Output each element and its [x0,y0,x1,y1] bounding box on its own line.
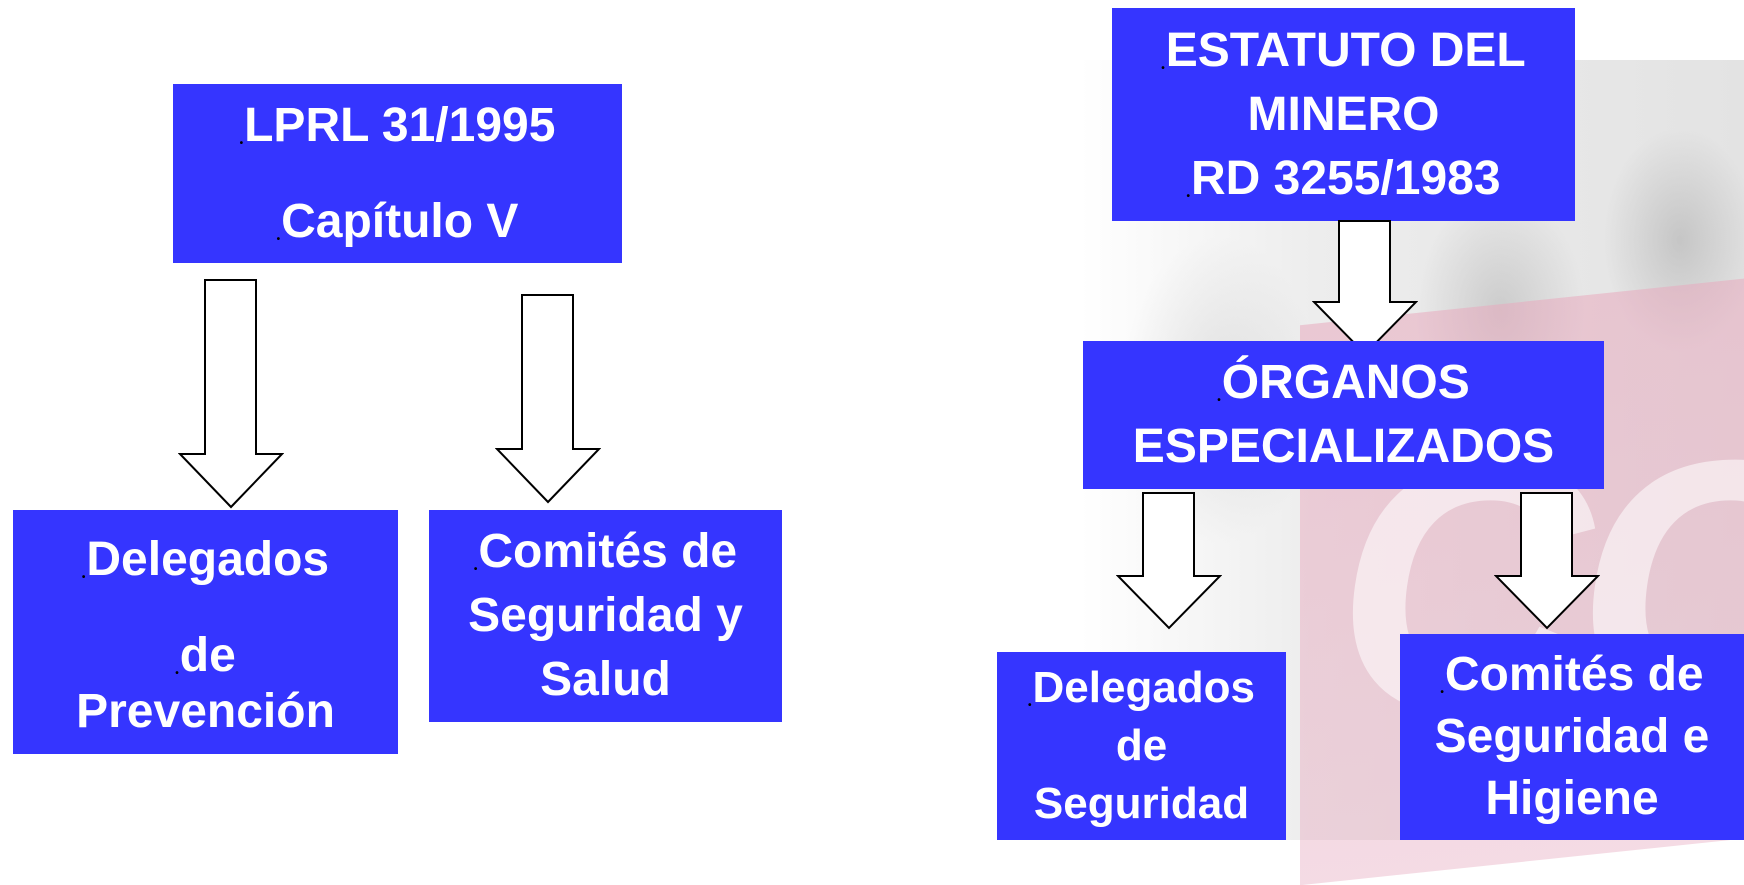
ds-line-2: de [1115,721,1168,770]
lprl-box: •LPRL 31/1995 •Capítulo V [173,84,622,263]
arrow-down-icon [1494,492,1600,630]
cssa-line-3: Salud [540,653,671,706]
ds-line-3: Seguridad [1033,779,1250,828]
arrow-down-icon [178,279,284,509]
cssa-line-1: •Comités de [473,525,738,578]
lprl-line-1: •LPRL 31/1995 [239,98,556,152]
delegados-seguridad-box: •Delegados de Seguridad [997,652,1286,840]
comites-seguridad-salud-box: •Comités de Seguridad y Salud [429,510,782,722]
arrow-down-icon [495,294,601,504]
cssa-line-2: Seguridad y [468,589,743,642]
estatuto-minero-box: •ESTATUTO DEL MINERO •RD 3255/1983 [1112,8,1575,221]
csh-line-3: Higiene [1485,772,1659,825]
comites-seguridad-higiene-box: •Comités de Seguridad e Higiene [1400,634,1744,840]
em-line-3: •RD 3255/1983 [1186,151,1501,205]
em-line-1: •ESTATUTO DEL [1161,23,1526,77]
delegados-prevencion-box: •Delegados •de Prevención [13,510,398,754]
dp-line-2: •de [175,629,236,682]
arrow-down-icon [1312,220,1418,356]
lprl-line-2: •Capítulo V [276,194,519,248]
csh-line-2: Seguridad e [1434,710,1710,763]
ds-line-1: •Delegados [1027,663,1256,712]
arrow-down-icon [1116,492,1222,630]
organos-especializados-box: •ÓRGANOS ESPECIALIZADOS [1083,341,1604,489]
oe-line-2: ESPECIALIZADOS [1132,420,1555,473]
oe-line-1: •ÓRGANOS [1217,356,1470,409]
em-line-2: MINERO [1247,87,1440,141]
csh-line-1: •Comités de [1440,648,1704,701]
dp-line-1: •Delegados [81,533,330,586]
dp-line-3: Prevención [76,685,335,738]
